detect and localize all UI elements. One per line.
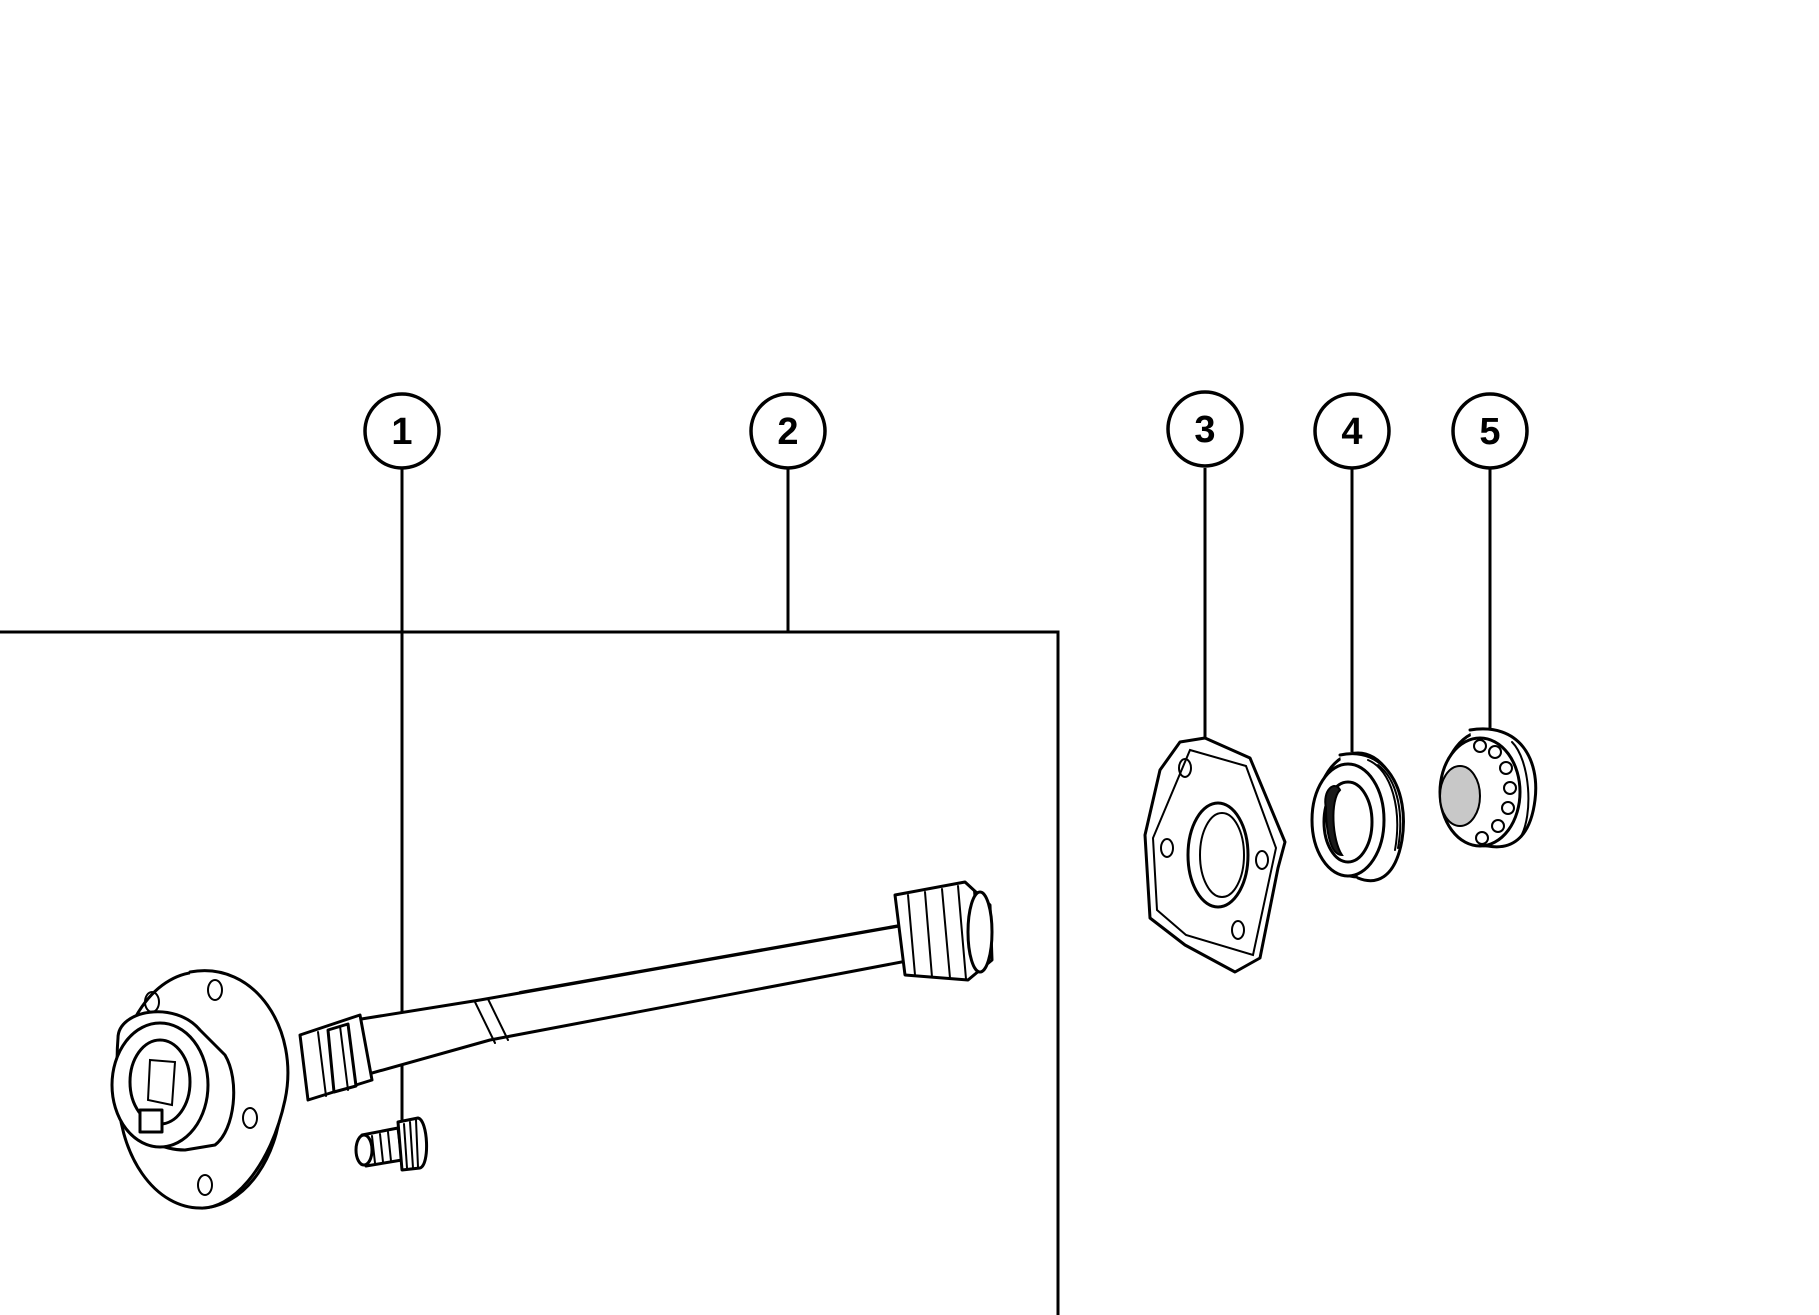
axle-shaft (353, 910, 987, 1077)
callout-label: 5 (1479, 411, 1500, 453)
callout-circle (1451, 392, 1529, 470)
callout-circle (1166, 390, 1244, 468)
gasket-illustration (1143, 736, 1287, 974)
axle-shaft-illustration (110, 880, 994, 1210)
gasket-center-hole (1186, 801, 1250, 909)
bearing-roller (1473, 739, 1487, 753)
gasket-bolt-hole (1255, 850, 1269, 870)
callout-label: 3 (1194, 409, 1215, 451)
callout-label: 4 (1341, 411, 1362, 453)
callout-2[interactable]: 2 (749, 392, 827, 470)
callout-circle (749, 392, 827, 470)
bearing-illustration (1438, 727, 1538, 849)
bearing-roller (1475, 831, 1489, 845)
assembly-bracket (0, 630, 1060, 1315)
gasket-bolt-hole (1178, 758, 1192, 778)
gasket-bolt-hole (1231, 920, 1245, 940)
bearing-roller (1503, 781, 1517, 795)
callout-3[interactable]: 3 (1166, 390, 1244, 468)
callout-1[interactable]: 1 (363, 392, 441, 470)
bearing-inner-race (1439, 765, 1481, 827)
flange-bolt-hole (197, 1174, 213, 1196)
bearing-roller (1488, 745, 1502, 759)
callout-label: 1 (391, 411, 412, 453)
callout-5[interactable]: 5 (1451, 392, 1529, 470)
bearing-roller (1491, 819, 1505, 833)
bearing-roller (1499, 761, 1513, 775)
bearing-roller (1501, 801, 1515, 815)
wheel-stud-illustration (354, 1116, 429, 1172)
callout-circle (363, 392, 441, 470)
callout-label: 2 (777, 411, 798, 453)
gasket-bolt-hole (1160, 838, 1174, 858)
flange-bolt-hole (242, 1107, 258, 1129)
callout-circle (1313, 392, 1391, 470)
axle-spline (893, 880, 994, 982)
callout-4[interactable]: 4 (1313, 392, 1391, 470)
flange-bolt-hole (207, 979, 223, 1001)
oil-seal-illustration (1310, 751, 1405, 883)
